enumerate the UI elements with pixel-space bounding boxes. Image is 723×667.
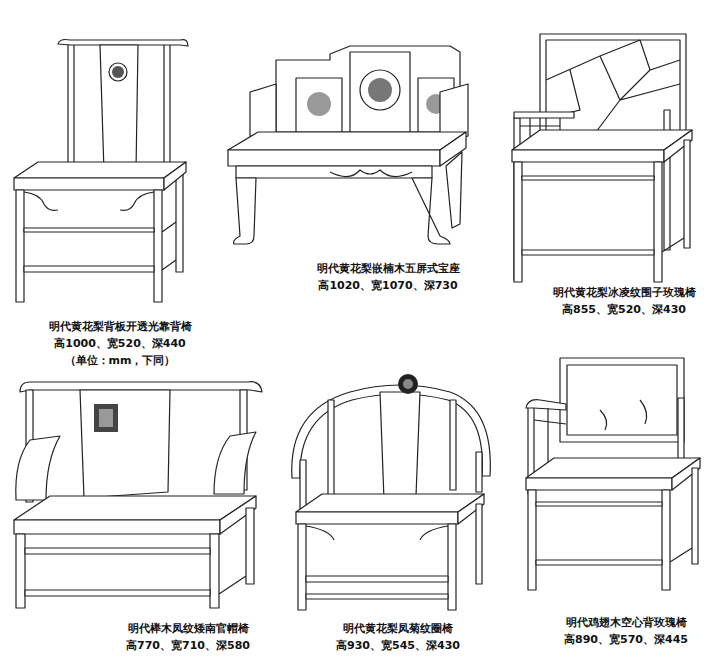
caption-text: 明代黄花梨背板开透光靠背椅 xyxy=(47,320,194,334)
caption-text: 明代榉木凤纹矮南官帽椅 xyxy=(126,622,251,636)
caption-text: 明代黄花梨嵌楠木五屏式宝座 xyxy=(315,262,462,276)
round-back-chair xyxy=(292,374,491,610)
caption-text: 明代黄花梨凤菊纹圈椅 xyxy=(341,622,455,636)
caption-text: 高1020、宽1070、深730 xyxy=(316,279,459,293)
caption-text: 高770、宽710、深580 xyxy=(124,639,252,653)
caption-text: 明代黄花梨冰凌纹围子玫瑰椅 xyxy=(551,286,698,300)
caption-text: 高930、宽545、深430 xyxy=(334,639,462,653)
caption-text: 高1000、宽520、深440 xyxy=(52,337,188,351)
rose-chair xyxy=(512,34,692,282)
caption-text: 高890、宽570、深445 xyxy=(562,633,690,647)
caption-text: （单位：mm，下同） xyxy=(63,354,178,368)
caption-text: 高855、宽520、深430 xyxy=(560,303,688,317)
throne-chair xyxy=(228,46,468,244)
official-hat-chair xyxy=(14,382,262,608)
yoke-back-chair xyxy=(14,40,188,303)
hollow-back-rose-chair xyxy=(526,358,700,590)
caption-text: 明代鸡翅木空心背玫瑰椅 xyxy=(564,616,689,630)
